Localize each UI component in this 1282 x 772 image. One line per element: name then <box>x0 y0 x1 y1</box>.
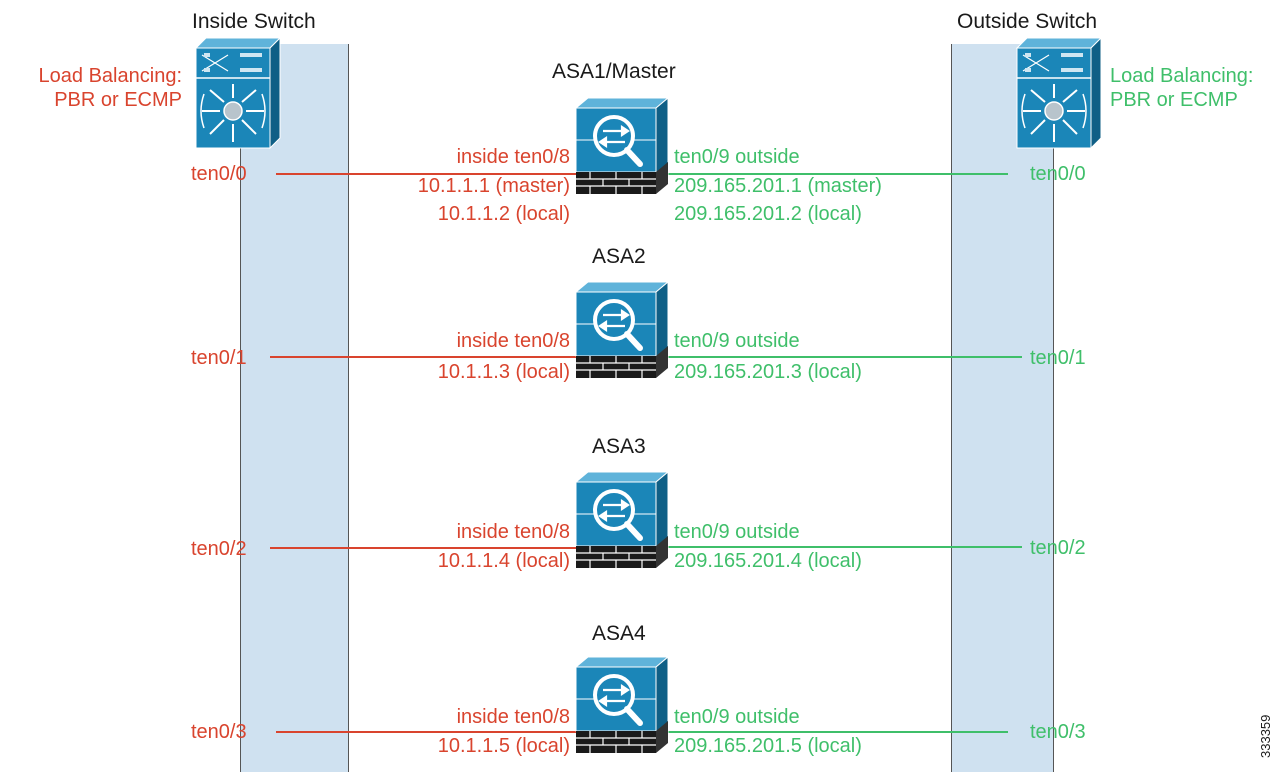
asa1-name: ASA1/Master <box>552 60 676 83</box>
asa1-inside-ip-master: 10.1.1.1 (master) <box>417 175 570 197</box>
asa2-name: ASA2 <box>592 245 646 268</box>
inside-link-3 <box>270 547 576 549</box>
inside-switch-column <box>240 44 349 772</box>
asa4-outside-ip: 209.165.201.5 (local) <box>674 735 862 757</box>
outside-port-ten0-3: ten0/3 <box>1030 721 1086 743</box>
outside-lb-line1: Load Balancing: <box>1110 65 1254 87</box>
nexus-switch-icon <box>194 36 282 150</box>
asa2-inside-interface: inside ten0/8 <box>456 330 570 352</box>
asa4-outside-interface: ten0/9 outside <box>674 706 800 728</box>
asa-firewall-icon <box>574 280 670 380</box>
outside-link-2 <box>666 356 1022 358</box>
asa3-name: ASA3 <box>592 435 646 458</box>
asa3-inside-interface: inside ten0/8 <box>456 521 570 543</box>
outside-link-1 <box>666 173 1008 175</box>
asa3-outside-interface: ten0/9 outside <box>674 521 800 543</box>
asa2-outside-interface: ten0/9 outside <box>674 330 800 352</box>
inside-switch-title: Inside Switch <box>192 10 316 33</box>
asa1-inside-interface: inside ten0/8 <box>456 146 570 168</box>
nexus-switch-icon <box>1015 36 1103 150</box>
inside-link-1 <box>276 173 576 175</box>
asa2-inside-ip: 10.1.1.3 (local) <box>437 361 570 383</box>
inside-link-4 <box>276 731 576 733</box>
inside-port-ten0-0: ten0/0 <box>191 163 247 185</box>
asa3-outside-ip: 209.165.201.4 (local) <box>674 550 862 572</box>
asa1-outside-ip-local: 209.165.201.2 (local) <box>674 203 862 225</box>
inside-load-balancing-label: Load Balancing: PBR or ECMP <box>39 64 182 112</box>
outside-port-ten0-2: ten0/2 <box>1030 537 1086 559</box>
asa2-outside-ip: 209.165.201.3 (local) <box>674 361 862 383</box>
inside-port-ten0-1: ten0/1 <box>191 347 247 369</box>
outside-load-balancing-label: Load Balancing: PBR or ECMP <box>1110 64 1253 112</box>
asa1-inside-ip-local: 10.1.1.2 (local) <box>437 203 570 225</box>
asa-firewall-icon <box>574 96 670 196</box>
inside-lb-line1: Load Balancing: <box>38 65 182 87</box>
outside-lb-line2: PBR or ECMP <box>1110 89 1238 111</box>
inside-port-ten0-3: ten0/3 <box>191 721 247 743</box>
asa-firewall-icon <box>574 655 670 755</box>
asa1-outside-ip-master: 209.165.201.1 (master) <box>674 175 882 197</box>
asa-firewall-icon <box>574 470 670 570</box>
inside-lb-line2: PBR or ECMP <box>54 89 182 111</box>
asa4-name: ASA4 <box>592 622 646 645</box>
outside-link-4 <box>666 731 1008 733</box>
asa4-inside-interface: inside ten0/8 <box>456 706 570 728</box>
inside-port-ten0-2: ten0/2 <box>191 538 247 560</box>
outside-switch-column <box>951 44 1054 772</box>
asa1-outside-interface: ten0/9 outside <box>674 146 800 168</box>
inside-link-2 <box>270 356 576 358</box>
outside-port-ten0-0: ten0/0 <box>1030 163 1086 185</box>
asa3-inside-ip: 10.1.1.4 (local) <box>437 550 570 572</box>
figure-id: 333359 <box>1258 714 1273 758</box>
outside-switch-title: Outside Switch <box>957 10 1098 33</box>
asa4-inside-ip: 10.1.1.5 (local) <box>437 735 570 757</box>
outside-port-ten0-1: ten0/1 <box>1030 347 1086 369</box>
outside-link-3 <box>666 546 1022 548</box>
